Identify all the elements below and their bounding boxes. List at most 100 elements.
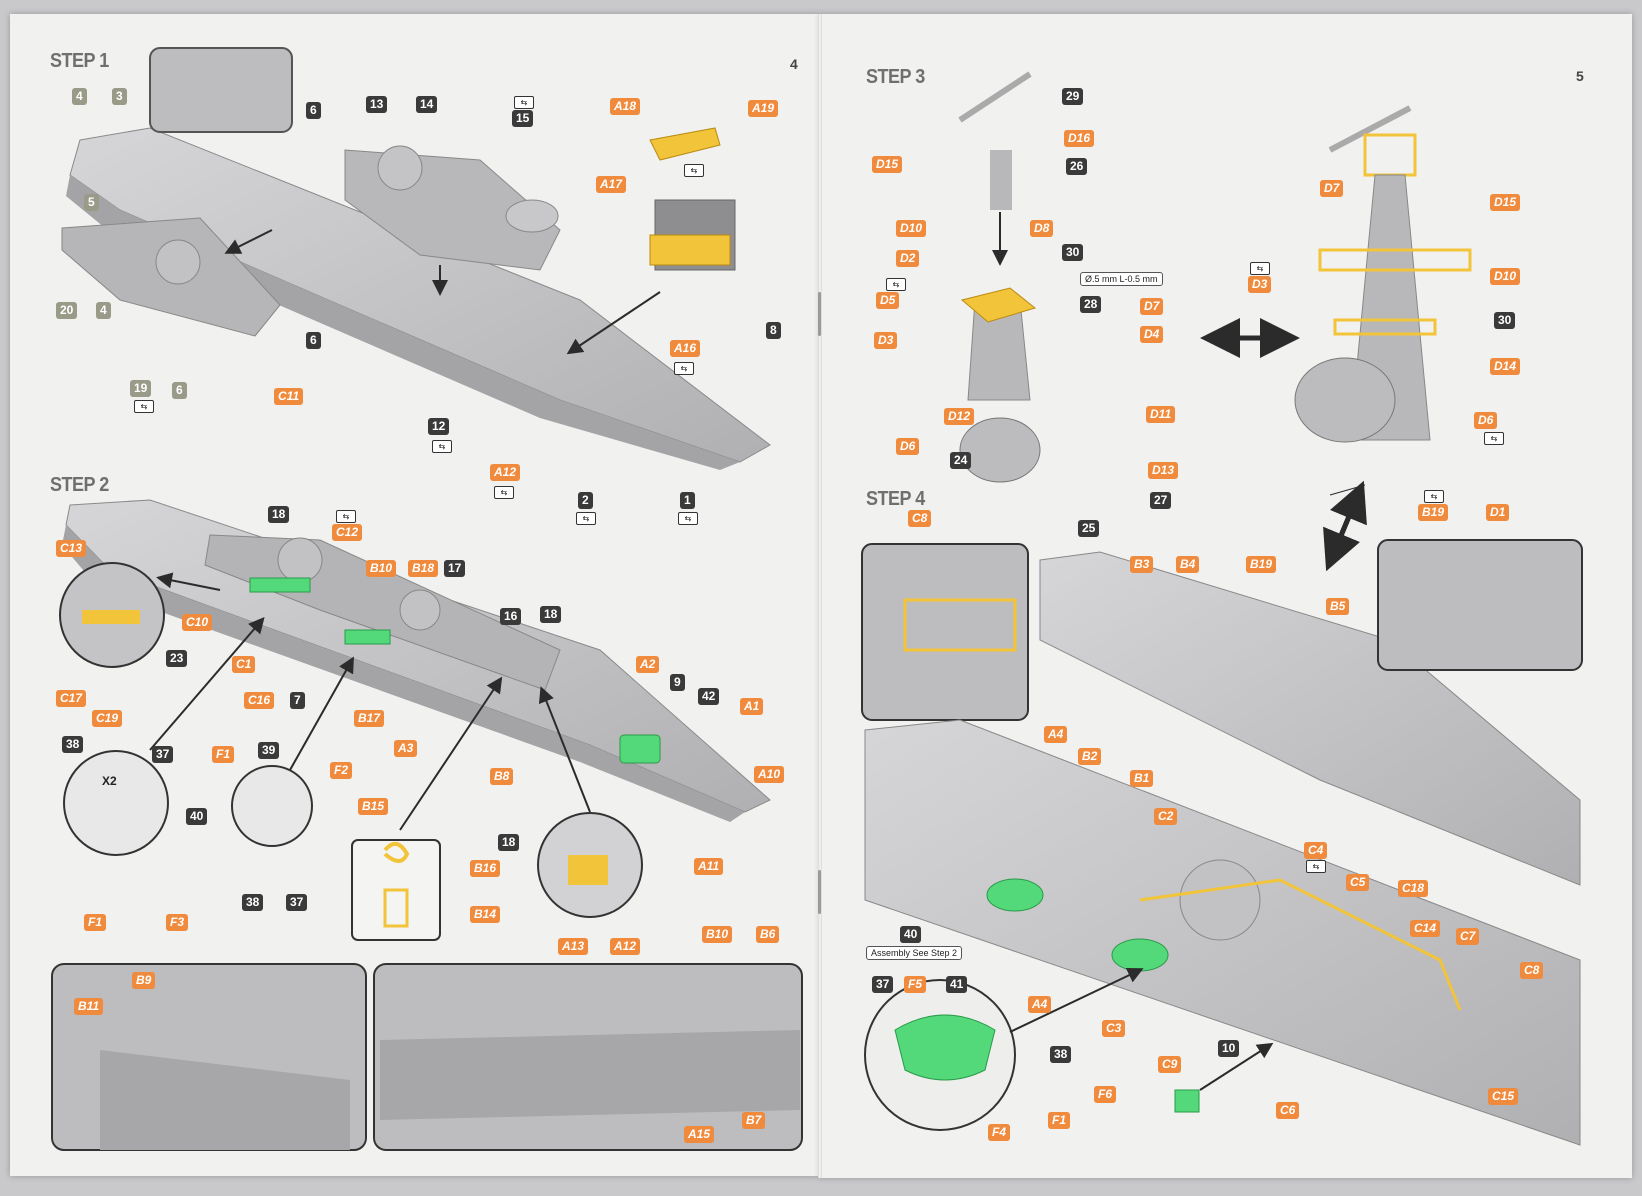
- flip-arrows-icon: ⇆: [336, 510, 356, 523]
- flip-arrows-icon: ⇆: [674, 362, 694, 375]
- step4-assembly-note: Assembly See Step 2: [866, 946, 963, 960]
- part-label: 3: [112, 88, 127, 105]
- staple-bottom: [818, 870, 821, 914]
- part-label: C9: [1158, 1056, 1182, 1073]
- step2-hull: [51, 499, 803, 1151]
- part-label: 39: [258, 742, 280, 759]
- part-label: 37: [872, 976, 894, 993]
- part-label: 29: [1062, 88, 1084, 105]
- part-label: 5: [84, 194, 99, 211]
- flip-arrows-icon: ⇆: [432, 440, 452, 453]
- part-label: A15: [684, 1126, 715, 1143]
- step2-title: STEP 2: [50, 472, 109, 496]
- step2-detail-circle-39: [231, 765, 313, 847]
- part-label: B6: [756, 926, 780, 943]
- part-label: 41: [946, 976, 968, 993]
- part-label: C8: [1520, 962, 1544, 979]
- flip-arrows-icon: ⇆: [1250, 262, 1270, 275]
- part-label: C4: [1304, 842, 1328, 859]
- step2-gun-9: [619, 734, 661, 764]
- part-label: B2: [1078, 748, 1102, 765]
- part-label: C8: [908, 510, 932, 527]
- part-label: 19: [130, 380, 152, 397]
- part-label: 20: [56, 302, 78, 319]
- part-label: A19: [748, 100, 779, 117]
- part-label: A10: [754, 766, 785, 783]
- part-label: 30: [1494, 312, 1516, 329]
- part-label: 6: [172, 382, 187, 399]
- step4-artwork: [861, 539, 1583, 1146]
- part-label: D10: [1490, 268, 1521, 285]
- part-label: 25: [1078, 520, 1100, 537]
- part-label: F2: [330, 762, 353, 779]
- step3-mast-exploded: [958, 71, 1041, 483]
- part-label: D11: [1146, 406, 1176, 423]
- booklet-spine: [818, 14, 822, 1178]
- part-label: B10: [702, 926, 733, 943]
- part-label: C18: [1398, 880, 1429, 897]
- flip-arrows-icon: ⇆: [1424, 490, 1444, 503]
- part-label: D10: [896, 220, 927, 237]
- part-label: F1: [1048, 1112, 1071, 1129]
- step3-drill-note: Ø.5 mm L-0.5 mm: [1080, 272, 1163, 286]
- part-label: C12: [332, 524, 363, 541]
- part-label: C15: [1488, 1088, 1519, 1105]
- page-number-right: 5: [1576, 68, 1584, 84]
- part-label: C5: [1346, 874, 1370, 891]
- part-label: 28: [1080, 296, 1102, 313]
- flip-arrows-icon: ⇆: [576, 512, 596, 525]
- part-label: 38: [1050, 1046, 1072, 1063]
- part-label: C10: [182, 614, 213, 631]
- step1-title: STEP 1: [50, 48, 109, 72]
- part-label: B10: [366, 560, 397, 577]
- part-label: B14: [470, 906, 501, 923]
- step1-detail-inset: [149, 47, 293, 133]
- part-label: 40: [900, 926, 922, 943]
- part-label: A16: [670, 340, 701, 357]
- part-label: A12: [610, 938, 641, 955]
- part-label: 24: [950, 452, 972, 469]
- part-label: 27: [1150, 492, 1172, 509]
- part-label: A17: [596, 176, 627, 193]
- part-label: C16: [244, 692, 275, 709]
- part-label: B15: [358, 798, 389, 815]
- part-label: 38: [242, 894, 264, 911]
- part-label: A1: [740, 698, 764, 715]
- part-label: A13: [558, 938, 589, 955]
- part-label: B19: [1246, 556, 1277, 573]
- quantity-multiplier: X2: [102, 774, 117, 788]
- part-label: F5: [904, 976, 927, 993]
- part-label: D8: [1030, 220, 1054, 237]
- part-label: 8: [766, 322, 781, 339]
- part-label: 2: [578, 492, 593, 509]
- flip-arrows-icon: ⇆: [1306, 860, 1326, 873]
- part-label: A12: [490, 464, 521, 481]
- part-label: 30: [1062, 244, 1084, 261]
- step4-inset-d1: [1377, 539, 1583, 671]
- step3-mast-assembled: [1200, 105, 1472, 572]
- part-label: 6: [306, 332, 321, 349]
- flip-arrows-icon: ⇆: [678, 512, 698, 525]
- part-label: A4: [1044, 726, 1068, 743]
- part-label: D2: [896, 250, 920, 267]
- part-label: 37: [152, 746, 174, 763]
- part-label: F4: [988, 1124, 1011, 1141]
- part-label: D3: [1248, 276, 1272, 293]
- part-label: D12: [944, 408, 975, 425]
- part-label: 14: [416, 96, 438, 113]
- part-label: B19: [1418, 504, 1449, 521]
- page-number-left: 4: [790, 56, 798, 72]
- part-label: 12: [428, 418, 450, 435]
- part-label: 38: [62, 736, 84, 753]
- part-label: C17: [56, 690, 87, 707]
- part-label: C2: [1154, 808, 1178, 825]
- part-label: A3: [394, 740, 418, 757]
- part-label: F1: [84, 914, 107, 931]
- part-label: 4: [96, 302, 111, 319]
- part-label: 7: [290, 692, 305, 709]
- flip-arrows-icon: ⇆: [886, 278, 906, 291]
- part-label: 26: [1066, 158, 1088, 175]
- part-label: B4: [1176, 556, 1200, 573]
